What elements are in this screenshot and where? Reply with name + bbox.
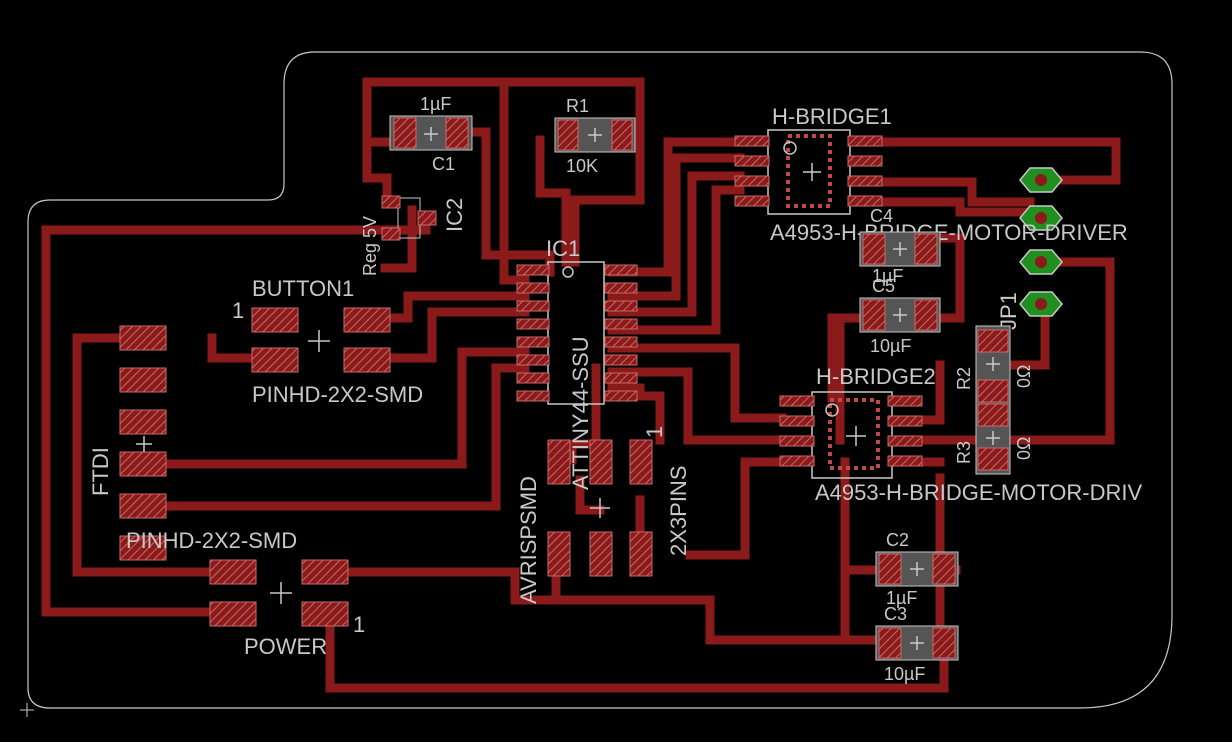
motor-header: [1019, 167, 1063, 317]
r2-value: 0Ω: [1014, 365, 1034, 388]
c2-name: C2: [886, 530, 909, 550]
ic1-pins-right: [604, 264, 638, 402]
c4-value: 1µF: [872, 266, 903, 286]
h-bridge2-chip: H-BRIDGE2 A4953-H-BRIDGE-MOTOR-DRIV: [779, 364, 1143, 505]
power-header: POWER 1: [209, 559, 365, 659]
ic1-value: ATTINY44-SSU: [568, 336, 593, 490]
c4-capacitor: C4 1µF: [859, 206, 941, 286]
avrisp-header: AVRISPSMD 2X3PINS 1: [516, 426, 691, 604]
c1-capacitor: 1µF C1: [389, 94, 473, 174]
c3-capacitor: C3 10µF: [875, 604, 959, 684]
ic2-regulator: Reg 5V IC2: [360, 195, 467, 276]
c4-name: C4: [870, 206, 893, 226]
button1-name: BUTTON1: [252, 276, 354, 301]
header-pin: [1019, 291, 1063, 317]
c1-value: 1µF: [420, 94, 451, 114]
ic2-name: IC2: [442, 198, 467, 232]
board-outline: [27, 51, 1173, 709]
c3-name: C3: [884, 604, 907, 624]
avrisp-value: 2X3PINS: [666, 466, 691, 557]
h-bridge1-value: A4953-H-BRIDGE-MOTOR-DRIVER: [770, 220, 1128, 245]
button1-pin1: 1: [232, 298, 244, 323]
jp1-r2-r3-resistors: JP1 R2 0Ω R3 0Ω: [954, 292, 1034, 475]
header-pin: [1019, 205, 1063, 231]
r3-value: 0Ω: [1014, 437, 1034, 460]
ftdi-value: PINHD-2X2-SMD: [126, 528, 297, 553]
r3-name: R3: [954, 441, 974, 464]
c5-value: 10µF: [870, 336, 911, 356]
button1-value: PINHD-2X2-SMD: [252, 382, 423, 407]
ftdi-header: FTDI PINHD-2X2-SMD: [88, 325, 297, 561]
ic1-attiny44: IC1 ATTINY44-SSU: [516, 236, 638, 490]
h-bridge1-chip: H-BRIDGE1 A4953-H-BRIDGE-MOTOR-DRIVER: [734, 104, 1128, 245]
h-bridge2-name: H-BRIDGE2: [816, 364, 936, 389]
button1-switch: BUTTON1 1 PINHD-2X2-SMD: [232, 276, 423, 407]
h-bridge1-name: H-BRIDGE1: [772, 104, 892, 129]
traces: [41, 77, 1121, 693]
h-bridge2-value: A4953-H-BRIDGE-MOTOR-DRIV: [815, 480, 1143, 505]
c5-name: C5: [872, 276, 895, 296]
avrisp-name: AVRISPSMD: [516, 476, 541, 604]
r1-name: R1: [566, 96, 589, 116]
c2-capacitor: C2 1µF: [875, 530, 959, 608]
power-name: POWER: [244, 634, 327, 659]
header-pin: [1019, 249, 1063, 275]
r2-name: R2: [954, 367, 974, 390]
c5-capacitor: C5 10µF: [859, 276, 941, 356]
jp1-name: JP1: [996, 292, 1021, 330]
r1-value: 10K: [566, 156, 598, 176]
c1-name: C1: [432, 154, 455, 174]
header-pin: [1019, 167, 1063, 193]
ic2-value: Reg 5V: [360, 216, 380, 276]
c3-value: 10µF: [884, 664, 925, 684]
avrisp-pin1: 1: [642, 426, 667, 438]
power-pin1: 1: [353, 612, 365, 637]
origin-cross: [20, 703, 34, 717]
ftdi-name: FTDI: [88, 447, 113, 496]
c2-value: 1µF: [886, 588, 917, 608]
r1-resistor: R1 10K: [554, 96, 636, 176]
ic1-pins-left: [516, 264, 550, 402]
ic1-name: IC1: [546, 236, 580, 261]
